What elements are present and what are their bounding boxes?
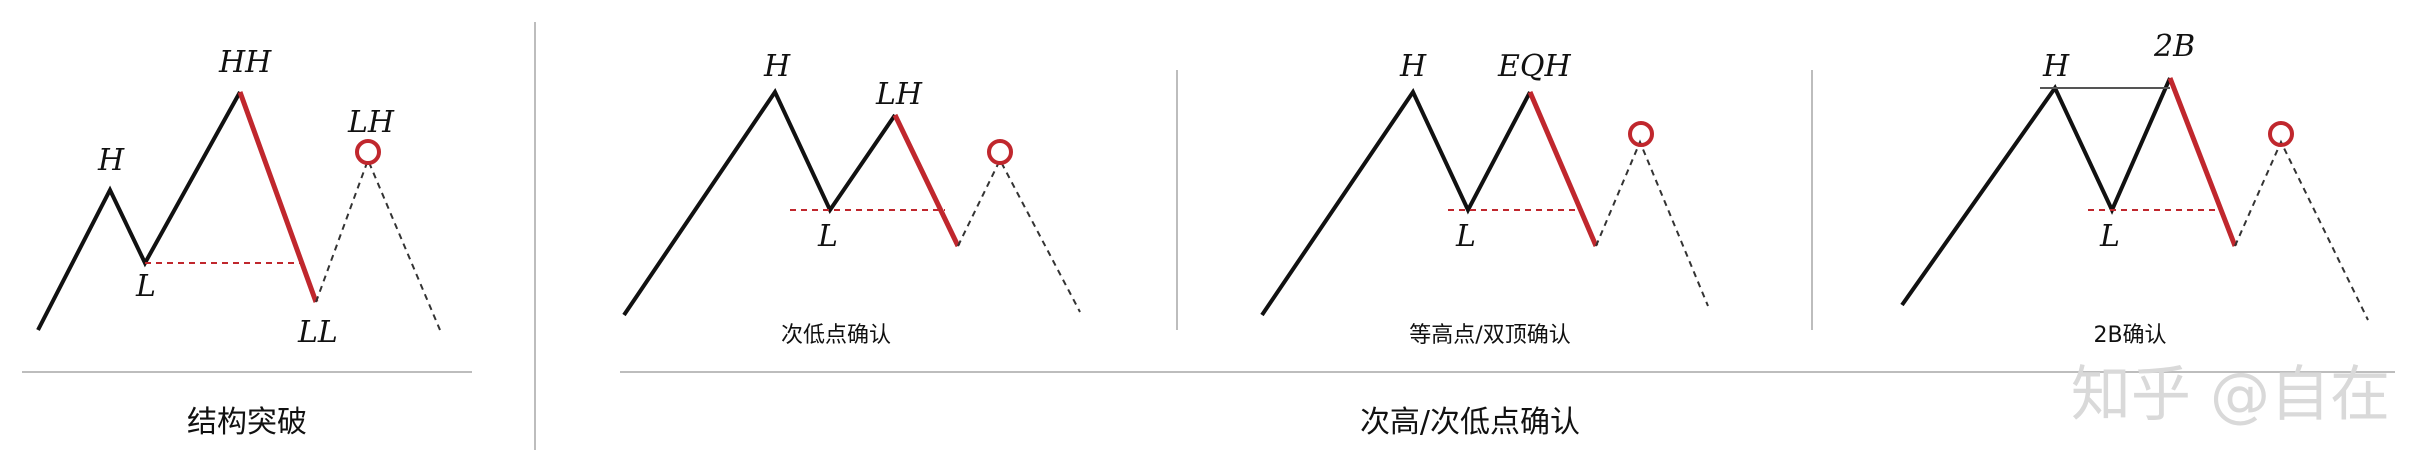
label-h: H bbox=[2042, 49, 2070, 84]
breakdown-leg-red bbox=[237, 91, 319, 303]
caption-lower-low: 次低点确认 bbox=[781, 323, 891, 348]
caption-double-top: 等高点/双顶确认 bbox=[1409, 323, 1570, 348]
label-eqh: EQH bbox=[1497, 49, 1571, 84]
caption-structure-break: 结构突破 bbox=[187, 405, 307, 440]
label-l: L bbox=[817, 219, 838, 254]
panel-double-top-confirm: H EQH L 等高点/双顶确认 bbox=[1260, 49, 1709, 348]
projection-dashed bbox=[957, 157, 1081, 313]
price-path-black bbox=[622, 87, 897, 317]
label-ll: LL bbox=[297, 315, 338, 350]
entry-circle-icon bbox=[987, 139, 1013, 165]
caption-2b: 2B确认 bbox=[2093, 323, 2166, 348]
caption-group: 次高/次低点确认 bbox=[1360, 405, 1580, 440]
label-2b: 2B bbox=[2153, 29, 2195, 64]
label-lh: LH bbox=[347, 105, 395, 140]
label-l: L bbox=[1455, 219, 1476, 254]
label-l: L bbox=[135, 269, 156, 304]
label-hh: HH bbox=[218, 45, 272, 80]
breakdown-leg-red bbox=[2167, 77, 2238, 247]
label-lh: LH bbox=[875, 77, 923, 112]
entry-circle-icon bbox=[1628, 121, 1654, 147]
panel-2b-confirm: H 2B L 2B确认 bbox=[1900, 29, 2369, 348]
price-path-black bbox=[1900, 77, 2172, 307]
projection-dashed bbox=[2234, 139, 2369, 321]
watermark: 知乎 @自在 bbox=[2071, 360, 2390, 430]
entry-circle-icon bbox=[2268, 121, 2294, 147]
breakdown-leg-red bbox=[1527, 91, 1599, 247]
panel-lower-low-confirm: H LH L 次低点确认 bbox=[622, 49, 1081, 348]
price-path-black bbox=[36, 91, 242, 331]
panel-structure-break: H HH L LL LH 结构突破 bbox=[36, 45, 441, 440]
entry-circle-icon bbox=[355, 139, 381, 165]
label-h: H bbox=[97, 143, 125, 178]
price-path-black bbox=[1260, 87, 1532, 317]
label-h: H bbox=[1399, 49, 1427, 84]
breakdown-leg-red bbox=[892, 113, 961, 248]
projection-dashed bbox=[315, 157, 441, 331]
label-h: H bbox=[763, 49, 791, 84]
projection-dashed bbox=[1595, 139, 1709, 307]
label-l: L bbox=[2099, 219, 2120, 254]
